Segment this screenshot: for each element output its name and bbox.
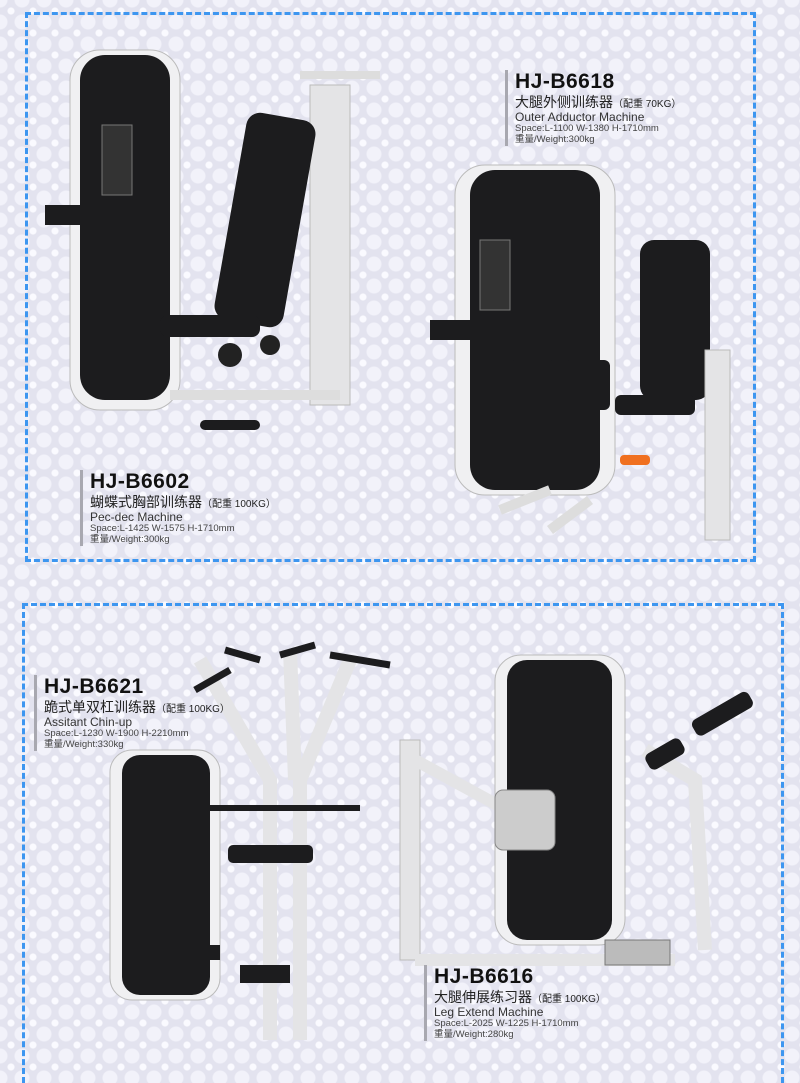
weight-stack: （配重 70KG） xyxy=(613,99,682,111)
chinese-name: 跪式单双杠训练器 xyxy=(44,699,156,716)
english-name: Outer Adductor Machine xyxy=(515,109,645,124)
product-panel-top xyxy=(25,12,756,562)
weight-spec: 重量/Weight:330kg xyxy=(44,739,124,751)
outer-adductor-machine-image xyxy=(430,164,731,541)
pec-dec-machine-image xyxy=(45,49,380,430)
weight-stack: （配重 100KG） xyxy=(202,499,276,511)
product-info-hj-b6621: HJ-B6621 跪式单双杠训练器（配重 100KG） Assitant Chi… xyxy=(34,675,230,752)
weight-spec: 重量/Weight:280kg xyxy=(434,1029,514,1041)
model-number: HJ-B6616 xyxy=(434,965,534,988)
weight-stack: （配重 100KG） xyxy=(532,994,606,1006)
space-spec: Space:L-2025 W-1225 H-1710mm xyxy=(434,1018,579,1030)
chin-up-machine-image xyxy=(109,641,391,1040)
model-number: HJ-B6621 xyxy=(44,675,144,698)
product-info-hj-b6602: HJ-B6602 蝴蝶式胸部训练器（配重 100KG） Pec-dec Mach… xyxy=(80,470,276,547)
english-name: Assitant Chin-up xyxy=(44,714,133,729)
weight-spec: 重量/Weight:300kg xyxy=(515,134,595,146)
space-spec: Space:L-1425 W-1575 H-1710mm xyxy=(90,523,235,535)
chinese-name: 大腿外侧训练器 xyxy=(515,94,613,111)
english-name: Leg Extend Machine xyxy=(434,1004,544,1019)
model-number: HJ-B6618 xyxy=(515,70,615,93)
model-number: HJ-B6602 xyxy=(90,470,190,493)
weight-stack: （配重 100KG） xyxy=(156,704,230,716)
space-spec: Space:L-1230 W-1900 H-2210mm xyxy=(44,728,189,740)
leg-extend-machine-image xyxy=(399,654,753,966)
product-panel-bottom xyxy=(22,603,784,1083)
chinese-name: 大腿伸展练习器 xyxy=(434,989,532,1006)
english-name: Pec-dec Machine xyxy=(90,509,183,524)
space-spec: Space:L-1100 W-1380 H-1710mm xyxy=(515,123,659,135)
product-info-hj-b6618: HJ-B6618 大腿外侧训练器（配重 70KG） Outer Adductor… xyxy=(505,70,682,147)
product-info-hj-b6616: HJ-B6616 大腿伸展练习器（配重 100KG） Leg Extend Ma… xyxy=(424,965,606,1042)
chinese-name: 蝴蝶式胸部训练器 xyxy=(90,494,202,511)
weight-spec: 重量/Weight:300kg xyxy=(90,534,170,546)
